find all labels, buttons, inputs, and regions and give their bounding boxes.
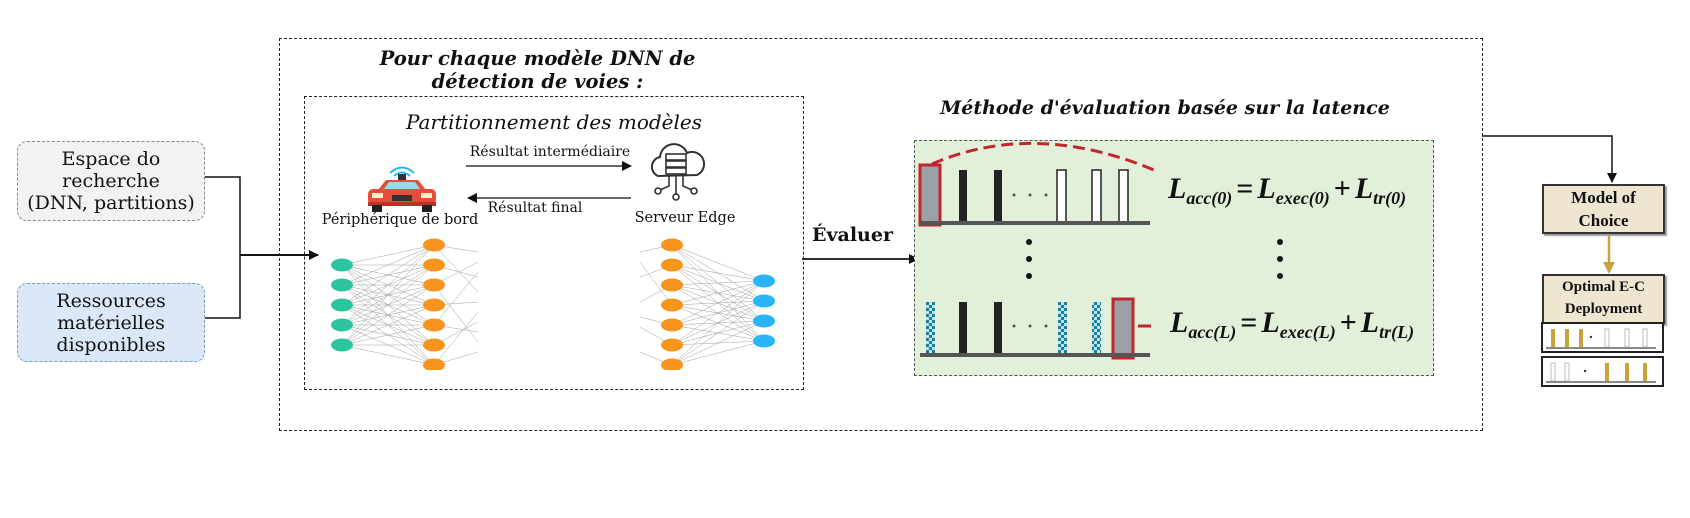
model-choice-box: Model of Choice xyxy=(1542,184,1665,234)
highlight-box-top xyxy=(918,163,942,227)
outer-container xyxy=(279,38,1483,431)
resources-text: Ressources matérielles disponibles xyxy=(56,289,166,356)
intermediate-result-label: Résultat intermédiaire xyxy=(469,144,631,160)
server-label: Serveur Edge xyxy=(634,210,736,226)
cloud-server-icon xyxy=(650,143,706,201)
eqL-lhs-sub: acc(L) xyxy=(1188,322,1237,342)
deployment-box: Optimal E-C Deployment xyxy=(1542,274,1665,324)
model-choice-text: Model of Choice xyxy=(1571,188,1636,230)
resources-box: Ressources matérielles disponibles xyxy=(17,283,205,362)
deployment-text: Optimal E-C Deployment xyxy=(1562,279,1645,317)
eqL-tr: L xyxy=(1360,306,1380,339)
equation-row-L: Lacc(L)=Lexec(L)+Ltr(L) xyxy=(1170,306,1414,343)
deployment-bars-icon xyxy=(1541,322,1664,387)
latency-bars xyxy=(918,141,1283,360)
highlight-box-bottom xyxy=(1111,297,1135,360)
eq0-tr-sub: tr(0) xyxy=(1373,188,1407,208)
eqL-plus: + xyxy=(1339,306,1357,339)
neural-network-icon xyxy=(331,238,479,370)
eqL-tr-sub: tr(L) xyxy=(1379,322,1415,342)
evaluate-label: Évaluer xyxy=(812,224,893,246)
main-title: Pour chaque modèle DNN de détection de v… xyxy=(379,47,696,93)
eqL-equals: = xyxy=(1240,306,1258,339)
eq0-tr: L xyxy=(1354,172,1374,205)
eq0-lhs-sub: acc(0) xyxy=(1186,188,1233,208)
car-icon xyxy=(368,166,436,212)
eq0-exec: L xyxy=(1257,172,1276,205)
connector-search-space xyxy=(205,176,241,255)
search-space-text: Espace do recherche (DNN, partitions) xyxy=(27,148,195,214)
device-label: Périphérique de bord xyxy=(321,212,479,228)
final-result-label: Résultat final xyxy=(487,200,583,216)
arrow-to-model-choice xyxy=(1482,135,1617,183)
eqL-exec-sub: exec(L) xyxy=(1279,322,1336,342)
eqL-lhs: L xyxy=(1170,306,1189,339)
neural-network-icon xyxy=(640,238,775,370)
partition-curve-top xyxy=(931,141,1155,172)
partition-title: Partitionnement des modèles xyxy=(405,110,703,134)
eq0-equals: = xyxy=(1236,172,1254,205)
equation-row-0: Lacc(0)=Lexec(0)+Ltr(0) xyxy=(1168,172,1406,209)
partition-box xyxy=(304,96,804,390)
latency-title: Méthode d'évaluation basée sur la latenc… xyxy=(940,97,1390,119)
eq0-lhs: L xyxy=(1168,172,1187,205)
eqL-exec: L xyxy=(1261,306,1280,339)
eq0-exec-sub: exec(0) xyxy=(1275,188,1330,208)
connector-resources xyxy=(205,255,241,319)
eq0-plus: + xyxy=(1333,172,1351,205)
search-space-box: Espace do recherche (DNN, partitions) xyxy=(17,141,205,221)
